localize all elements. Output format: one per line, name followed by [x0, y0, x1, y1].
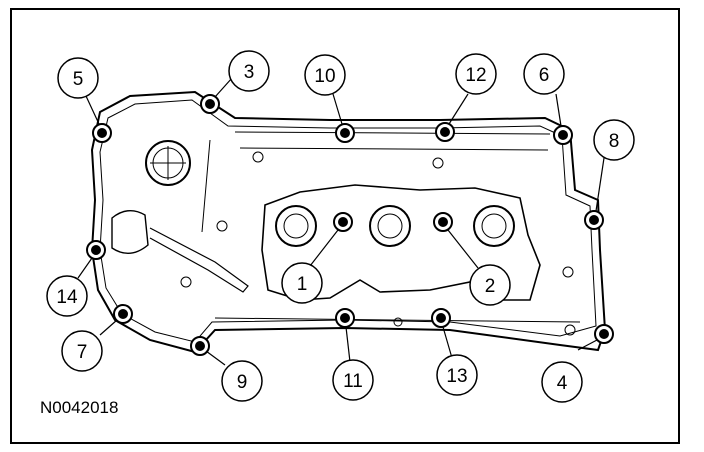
callout-6: 6 — [523, 53, 565, 95]
callout-5: 5 — [57, 57, 99, 99]
callout-2: 2 — [469, 264, 511, 306]
callout-1-label: 1 — [297, 274, 308, 295]
bolt-6 — [553, 125, 573, 145]
callout-3: 3 — [228, 50, 270, 92]
bolt-4 — [594, 324, 614, 344]
leader-lines — [77, 77, 605, 366]
callout-11: 11 — [332, 359, 374, 401]
callout-14-label: 14 — [56, 287, 78, 308]
bolt-1 — [333, 212, 353, 232]
bolt-13 — [431, 308, 451, 328]
callout-2-label: 2 — [485, 276, 496, 297]
callout-3-label: 3 — [244, 62, 255, 83]
callout-7: 7 — [61, 330, 103, 372]
callout-9-label: 9 — [237, 372, 248, 393]
callout-13-label: 13 — [446, 366, 467, 387]
callout-12: 12 — [455, 53, 497, 95]
bolt-14 — [86, 240, 106, 260]
bolt-5 — [92, 123, 112, 143]
callout-11-label: 11 — [343, 371, 363, 392]
bolt-2 — [433, 212, 453, 232]
callout-8-label: 8 — [609, 131, 620, 152]
callout-1: 1 — [281, 262, 323, 304]
callout-4-label: 4 — [557, 373, 568, 394]
bolt-10 — [335, 123, 355, 143]
bolt-11 — [335, 308, 355, 328]
figure-id: N0042018 — [40, 398, 119, 417]
callout-10-label: 10 — [314, 66, 335, 87]
callout-7-label: 7 — [77, 342, 88, 363]
callout-9: 9 — [221, 360, 263, 402]
callout-4: 4 — [541, 361, 583, 403]
bolt-3 — [200, 94, 220, 114]
bolt-9 — [190, 336, 210, 356]
callout-14: 14 — [46, 275, 88, 317]
callout-6-label: 6 — [539, 65, 550, 86]
callout-10: 10 — [304, 54, 346, 96]
bolts — [86, 94, 614, 356]
callout-12-label: 12 — [465, 65, 486, 86]
bolt-8 — [584, 210, 604, 230]
bolt-12 — [435, 122, 455, 142]
callout-5-label: 5 — [73, 69, 84, 90]
bolt-7 — [113, 304, 133, 324]
valve-cover-outline — [90, 90, 607, 354]
callout-8: 8 — [593, 119, 635, 161]
callout-13: 13 — [436, 354, 478, 396]
